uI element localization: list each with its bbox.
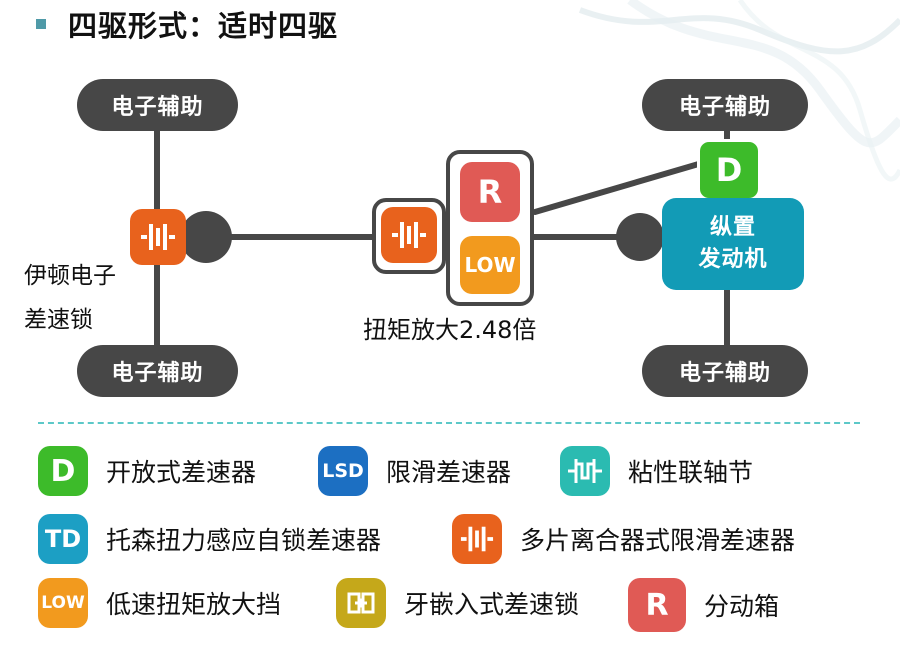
legend-label: 托森扭力感应自锁差速器 [106, 526, 382, 555]
legend-item-open-diff: D 开放式差速器 [38, 446, 256, 496]
legend-item-transfer-case: R 分动箱 [628, 578, 779, 632]
legend-item-low: LOW 低速扭矩放大挡 [38, 578, 281, 628]
legend-label: 低速扭矩放大挡 [106, 590, 282, 619]
eaton-diff-label-line1: 伊顿电子 [24, 263, 116, 289]
legend-item-dog-clutch: 牙嵌入式差速锁 [336, 578, 579, 628]
multi-plate-clutch-icon [452, 514, 502, 564]
legend-item-multi-plate: 多片离合器式限滑差速器 [452, 514, 795, 564]
viscous-glyph [568, 459, 602, 483]
rear-joint-node [616, 213, 664, 261]
clutch-glyph [392, 222, 426, 248]
legend-divider [38, 422, 860, 424]
multi-plate-clutch-icon [130, 209, 186, 265]
front-joint-node [180, 211, 232, 263]
transfer-case-r-badge: R [460, 162, 520, 222]
eaton-diff-label-line2: 差速锁 [24, 307, 93, 333]
open-diff-d-badge: D [697, 139, 761, 201]
heading-title: 四驱形式：适时四驱 [68, 9, 339, 43]
legend-label: 分动箱 [704, 592, 780, 621]
legend-label: 开放式差速器 [106, 458, 257, 487]
engine-label-line1: 纵置 [709, 215, 756, 240]
legend-item-lsd: LSD 限滑差速器 [318, 446, 511, 496]
longitudinal-engine-box: 纵置 发动机 [662, 198, 804, 290]
diagonal-shaft-line [532, 160, 705, 215]
viscous-coupling-icon [560, 446, 610, 496]
bullet-square-icon [36, 19, 46, 29]
engine-label-line2: 发动机 [698, 247, 768, 272]
legend-label: 限滑差速器 [386, 458, 512, 487]
legend-item-viscous: 粘性联轴节 [560, 446, 753, 496]
legend-label: 粘性联轴节 [628, 458, 754, 487]
clutch-glyph [460, 526, 494, 552]
low-range-badge: LOW [460, 236, 520, 294]
clutch-glyph [141, 224, 175, 250]
open-diff-icon: D [38, 446, 88, 496]
section-heading: 四驱形式：适时四驱 [36, 4, 338, 44]
front-bottom-assist-pill: 电子辅助 [77, 345, 238, 397]
legend-label: 多片离合器式限滑差速器 [520, 526, 796, 555]
transfer-case-icon: R [628, 578, 686, 632]
low-range-icon: LOW [38, 578, 88, 628]
multi-plate-clutch-icon [381, 207, 437, 263]
torsen-icon: TD [38, 514, 88, 564]
rear-top-assist-pill: 电子辅助 [642, 79, 808, 131]
lsd-icon: LSD [318, 446, 368, 496]
legend-label: 牙嵌入式差速锁 [404, 590, 580, 619]
dog-clutch-glyph [347, 592, 375, 614]
dog-clutch-lock-icon [336, 578, 386, 628]
legend-item-torsen: TD 托森扭力感应自锁差速器 [38, 514, 381, 564]
rear-bottom-assist-pill: 电子辅助 [642, 345, 808, 397]
torque-amplification-label: 扭矩放大2.48倍 [363, 316, 537, 344]
front-top-assist-pill: 电子辅助 [77, 79, 238, 131]
